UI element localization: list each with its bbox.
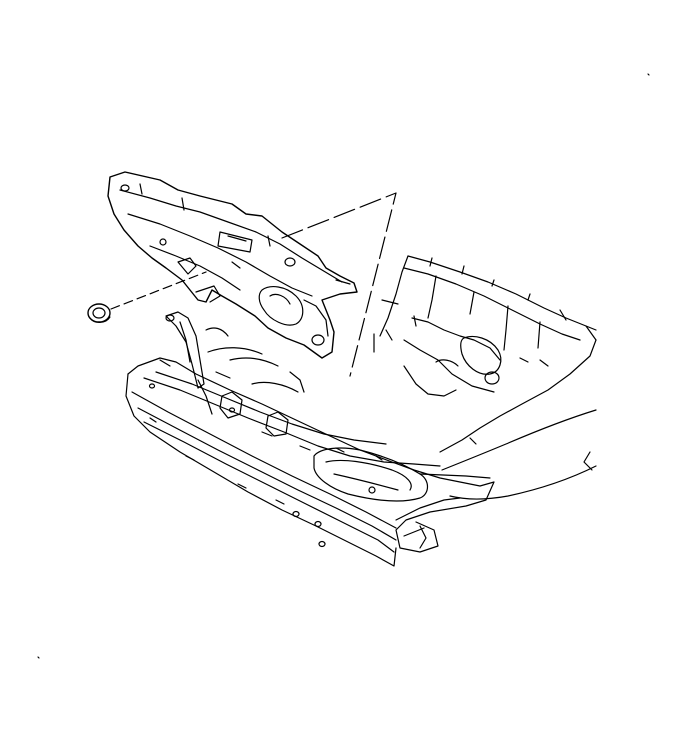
detail-view-firewall [374, 256, 596, 499]
dash-insulator-panel [108, 172, 357, 358]
leader-lines [111, 272, 206, 309]
grommet [88, 304, 110, 322]
front-end-structure [126, 312, 494, 566]
scan-marks [38, 74, 649, 658]
detail-callout-lines [282, 193, 396, 376]
